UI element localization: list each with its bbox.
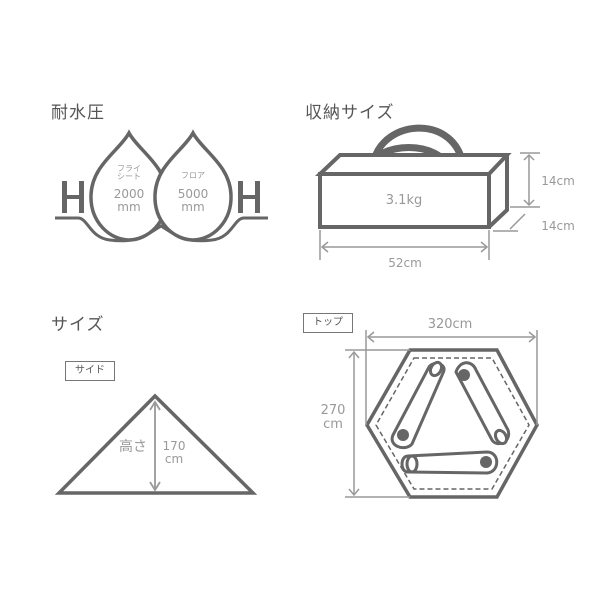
water-drops-icon (55, 129, 268, 243)
top-view-hexagon-icon (364, 348, 539, 499)
floor-value: 5000 mm (177, 187, 209, 214)
side-height-arrow (149, 400, 161, 492)
floor-label: フロア (181, 171, 205, 180)
storage-bag-icon (314, 124, 512, 229)
inner-floor-dashed (375, 357, 530, 490)
size-title: サイズ (51, 315, 105, 335)
bag-width: 52cm (388, 256, 422, 270)
height-label: 高さ (119, 439, 147, 455)
top-depth: 270 cm (320, 403, 346, 432)
height-value: 170 cm (162, 439, 186, 466)
bag-depth: 14cm (541, 219, 575, 233)
sleeping-bags-icon (390, 360, 511, 475)
bag-height: 14cm (541, 174, 575, 188)
h-letters (62, 181, 260, 213)
fly-sheet-value: 2000 mm (113, 187, 145, 214)
storage-dimensions (319, 152, 540, 260)
side-view-triangle-icon (54, 393, 258, 495)
storage-size-title: 収納サイズ (305, 103, 395, 123)
side-view-tag: サイド (65, 361, 115, 381)
top-width: 320cm (427, 317, 473, 332)
bag-weight: 3.1kg (385, 193, 423, 208)
top-view-tag: トップ (303, 313, 353, 333)
water-pressure-title: 耐水圧 (51, 103, 105, 123)
fly-sheet-label: フライ シート (117, 164, 141, 182)
top-dimensions (345, 330, 538, 498)
